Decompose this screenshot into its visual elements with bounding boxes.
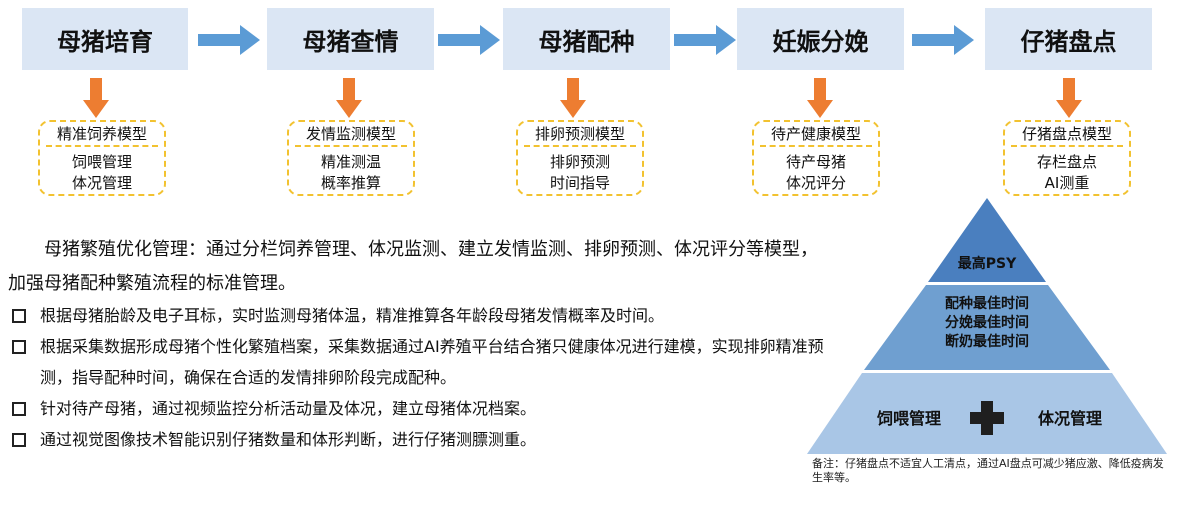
model-prepartum-health: 待产健康模型 待产母猪 体况评分 — [752, 120, 880, 196]
pyramid-bottom-right-label: 体况管理 — [1038, 409, 1102, 428]
checkbox-square-icon — [12, 402, 26, 416]
down-arrow-icon — [560, 78, 586, 118]
model-precision-feeding: 精准饲养模型 饲喂管理 体况管理 — [38, 120, 166, 196]
stage-piglet-count: 仔猪盘点 — [985, 8, 1152, 70]
down-arrow-icon — [807, 78, 833, 118]
model-item: 精准测温 — [320, 153, 381, 171]
list-item: 针对待产母猪，通过视频监控分析活动量及体况，建立母猪体况档案。 — [8, 393, 848, 424]
model-title: 仔猪盘点模型 — [1011, 122, 1123, 147]
list-item: 通过视觉图像技术智能识别仔猪数量和体形判断，进行仔猪测膘测重。 — [8, 424, 848, 455]
model-item: 排卵预测 — [549, 153, 610, 171]
flow-arrow-icon — [674, 25, 736, 55]
pyramid-bottom-left-label: 饲喂管理 — [876, 409, 941, 428]
pyramid-middle-tier — [864, 285, 1110, 370]
checkbox-square-icon — [12, 340, 26, 354]
model-estrus-monitoring: 发情监测模型 精准测温 概率推算 — [287, 120, 415, 196]
pyramid-top-tier — [928, 198, 1046, 282]
stage-sow-breeding: 母猪培育 — [22, 8, 188, 70]
down-arrow-icon — [336, 78, 362, 118]
model-item: 饲喂管理 — [71, 153, 132, 171]
model-item: 体况管理 — [71, 174, 132, 192]
down-arrow-icon — [83, 78, 109, 118]
stage-estrus-check: 母猪查情 — [267, 8, 434, 70]
model-ovulation-prediction: 排卵预测模型 排卵预测 时间指导 — [516, 120, 644, 196]
model-piglet-count: 仔猪盘点模型 存栏盘点 AI测重 — [1003, 120, 1131, 196]
pyramid-middle-label: 配种最佳时间 — [945, 295, 1029, 312]
model-title: 排卵预测模型 — [524, 122, 636, 147]
pyramid-top-label: 最高PSY — [958, 255, 1017, 272]
model-item: AI测重 — [1044, 174, 1090, 192]
bullet-list: 根据母猪胎龄及电子耳标，实时监测母猪体温，精准推算各年龄段母猪发情概率及时间。 … — [8, 300, 848, 455]
model-title: 发情监测模型 — [295, 122, 407, 147]
model-item: 体况评分 — [785, 174, 846, 192]
model-title: 待产健康模型 — [760, 122, 872, 147]
pyramid-middle-label: 断奶最佳时间 — [945, 333, 1029, 350]
stage-mating: 母猪配种 — [503, 8, 670, 70]
stage-pregnancy-farrowing: 妊娠分娩 — [737, 8, 904, 70]
checkbox-square-icon — [12, 309, 26, 323]
flow-arrow-icon — [912, 25, 974, 55]
pyramid-diagram: 最高PSY 配种最佳时间 分娩最佳时间 断奶最佳时间 饲喂管理 体况管理 — [807, 198, 1167, 454]
model-item: 待产母猪 — [785, 153, 846, 171]
plus-icon — [970, 401, 1004, 435]
intro-paragraph: 母猪繁殖优化管理：通过分栏饲养管理、体况监测、建立发情监测、排卵预测、体况评分等… — [8, 239, 818, 294]
list-item: 根据母猪胎龄及电子耳标，实时监测母猪体温，精准推算各年龄段母猪发情概率及时间。 — [8, 300, 848, 331]
model-item: 概率推算 — [320, 174, 381, 192]
checkbox-square-icon — [12, 433, 26, 447]
pyramid-middle-label: 分娩最佳时间 — [945, 314, 1029, 331]
flow-arrow-icon — [198, 25, 260, 55]
model-item: 时间指导 — [549, 174, 610, 192]
list-item: 根据采集数据形成母猪个性化繁殖档案，采集数据通过AI养殖平台结合猪只健康体况进行… — [8, 331, 848, 393]
down-arrow-icon — [1056, 78, 1082, 118]
model-item: 存栏盘点 — [1036, 153, 1097, 171]
footnote: 备注：仔猪盘点不适宜人工清点，通过AI盘点可减少猪应激、降低疫病发生率等。 — [812, 457, 1164, 484]
model-title: 精准饲养模型 — [46, 122, 158, 147]
flow-arrow-icon — [438, 25, 500, 55]
